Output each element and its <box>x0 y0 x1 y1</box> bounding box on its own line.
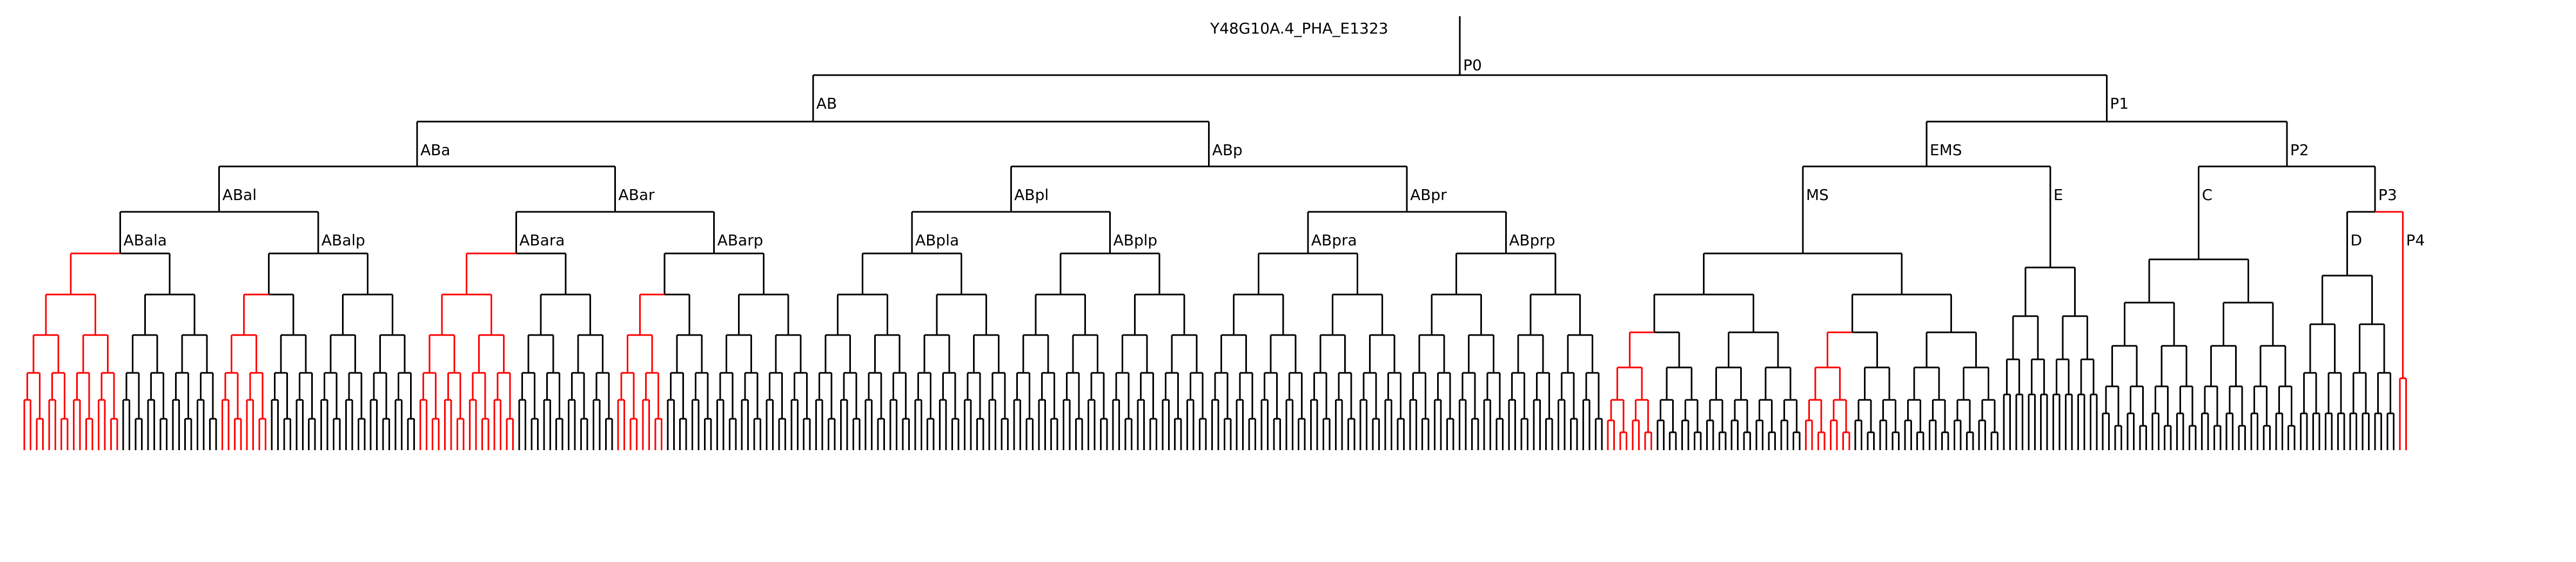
node-label-ABala: ABala <box>123 231 166 249</box>
node-label-ABpla: ABpla <box>915 231 959 249</box>
node-label-ABpr: ABpr <box>1410 186 1447 204</box>
node-label-ABp: ABp <box>1212 141 1243 159</box>
node-label-ABa: ABa <box>420 141 451 159</box>
node-label-P0: P0 <box>1463 56 1482 74</box>
node-label-E: E <box>2054 186 2063 204</box>
highlighted-lineage-lines <box>23 211 2407 450</box>
node-label-ABpra: ABpra <box>1311 231 1357 249</box>
node-label-P1: P1 <box>2110 95 2129 112</box>
tree-title: Y48G10A.4_PHA_E1323 <box>1210 19 1388 37</box>
node-label-P2: P2 <box>2290 141 2309 159</box>
node-label-ABplp: ABplp <box>1113 231 1157 249</box>
node-label-ABprp: ABprp <box>1509 231 1555 249</box>
node-label-C: C <box>2202 186 2213 204</box>
node-label-D: D <box>2350 231 2362 249</box>
node-label-ABpl: ABpl <box>1014 186 1049 204</box>
node-label-ABar: ABar <box>618 186 655 204</box>
node-label-AB: AB <box>816 95 837 112</box>
lineage-lines <box>119 16 2394 450</box>
node-label-ABal: ABal <box>223 186 257 204</box>
tree-lines-red <box>23 211 2407 450</box>
node-label-ABarp: ABarp <box>717 231 763 249</box>
tree-lines-black <box>119 16 2394 450</box>
node-label-EMS: EMS <box>1930 141 1962 159</box>
node-label-P4: P4 <box>2406 231 2425 249</box>
node-label-P3: P3 <box>2378 186 2397 204</box>
node-label-ABara: ABara <box>519 231 565 249</box>
node-label-MS: MS <box>1806 186 1829 204</box>
node-label-ABalp: ABalp <box>321 231 365 249</box>
